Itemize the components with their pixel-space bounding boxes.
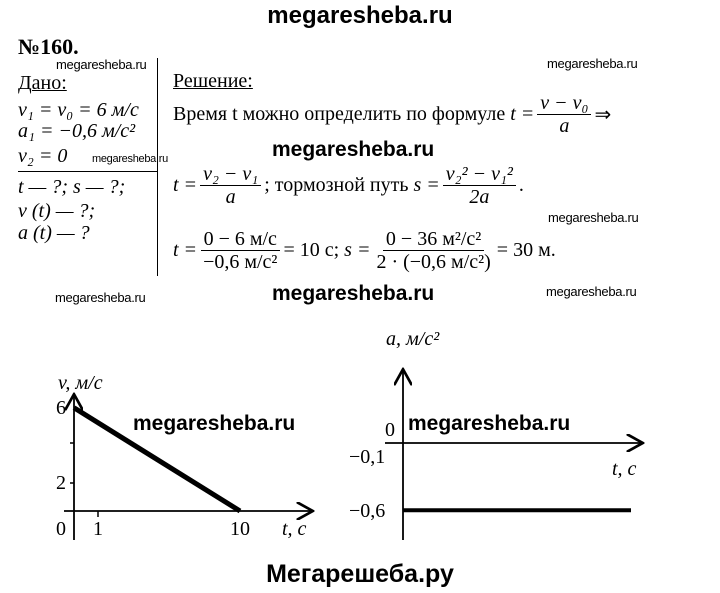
denominator: 2a bbox=[469, 186, 490, 208]
watermark: megaresheba.ru bbox=[133, 412, 296, 435]
given-line: v₂ = 0 bbox=[18, 145, 68, 167]
text: s = bbox=[413, 174, 440, 196]
footer: Мегарешеба.ру bbox=[266, 560, 454, 588]
given-line: v₁ = v₀ = 6 м/с bbox=[18, 99, 139, 121]
watermark: megaresheba.ru bbox=[55, 290, 146, 305]
denominator: −0,6 м/с² bbox=[203, 251, 278, 273]
text: . bbox=[518, 174, 524, 196]
text: ; тормозной путь bbox=[264, 174, 409, 196]
velocity-line bbox=[72, 405, 242, 514]
tick-label: 0 bbox=[56, 518, 66, 540]
text: = 30 м. bbox=[496, 239, 556, 261]
watermark: megaresheba.ru bbox=[408, 412, 571, 435]
t-axis-label: t, с bbox=[282, 518, 307, 540]
text: t = bbox=[173, 174, 198, 196]
text: t = bbox=[510, 103, 535, 125]
denominator: 2 · (−0,6 м/с²) bbox=[376, 251, 491, 273]
tick-label: 6 bbox=[56, 397, 66, 419]
watermark: megaresheba.ru bbox=[56, 57, 147, 72]
divider bbox=[157, 58, 158, 276]
given-line: a₁ = −0,6 м/с² bbox=[18, 120, 136, 142]
denominator: a bbox=[225, 186, 236, 208]
find-line: v (t) — ?; bbox=[18, 200, 96, 222]
denominator: a bbox=[559, 115, 570, 137]
text: ⇒ bbox=[594, 104, 612, 126]
a-axis-label: a, м/с² bbox=[386, 328, 440, 350]
solution-label: Решение: bbox=[173, 70, 253, 92]
watermark: megaresheba.ru bbox=[92, 153, 168, 165]
numerator: 0 − 36 м²/с² bbox=[382, 228, 485, 251]
text: Время t можно определить по формуле bbox=[173, 103, 506, 125]
fraction: 0 − 6 м/с−0,6 м/с² bbox=[200, 228, 280, 273]
find-line: a (t) — ? bbox=[18, 222, 90, 244]
numerator: 0 − 6 м/с bbox=[200, 228, 280, 251]
watermark: megaresheba.ru bbox=[548, 210, 639, 225]
text: = 10 с; bbox=[283, 239, 340, 261]
numerator: v − v₀ bbox=[537, 92, 592, 115]
tick-label: −0,1 bbox=[349, 446, 386, 468]
given-label: Дано: bbox=[18, 72, 67, 94]
watermark: megaresheba.ru bbox=[547, 56, 638, 71]
divider bbox=[18, 171, 158, 172]
t-axis-label: t, с bbox=[612, 458, 637, 480]
find-line: t — ?; s — ?; bbox=[18, 176, 126, 198]
tick-label: 10 bbox=[230, 518, 250, 540]
text: s = bbox=[344, 239, 371, 261]
watermark: megaresheba.ru bbox=[272, 138, 435, 161]
watermark: megaresheba.ru bbox=[546, 284, 637, 299]
numerator: v₂ − v₁ bbox=[200, 163, 262, 186]
text: t = bbox=[173, 239, 198, 261]
numerator: v₂² − v₁² bbox=[442, 163, 516, 186]
site-header[interactable]: megaresheba.ru bbox=[267, 2, 453, 29]
problem-number: №160. bbox=[18, 34, 79, 59]
tick-label: 0 bbox=[385, 419, 395, 441]
formula-line-1: Время t можно определить по формуле t = … bbox=[173, 92, 611, 137]
formula-line-3: t = 0 − 6 м/с−0,6 м/с² = 10 с; s = 0 − 3… bbox=[173, 228, 556, 273]
tick-label: 1 bbox=[93, 518, 103, 540]
watermark: megaresheba.ru bbox=[272, 282, 435, 305]
v-axis-label: v, м/с bbox=[58, 372, 103, 394]
tick-label: −0,6 bbox=[349, 500, 386, 522]
tick-label: 2 bbox=[56, 472, 66, 494]
